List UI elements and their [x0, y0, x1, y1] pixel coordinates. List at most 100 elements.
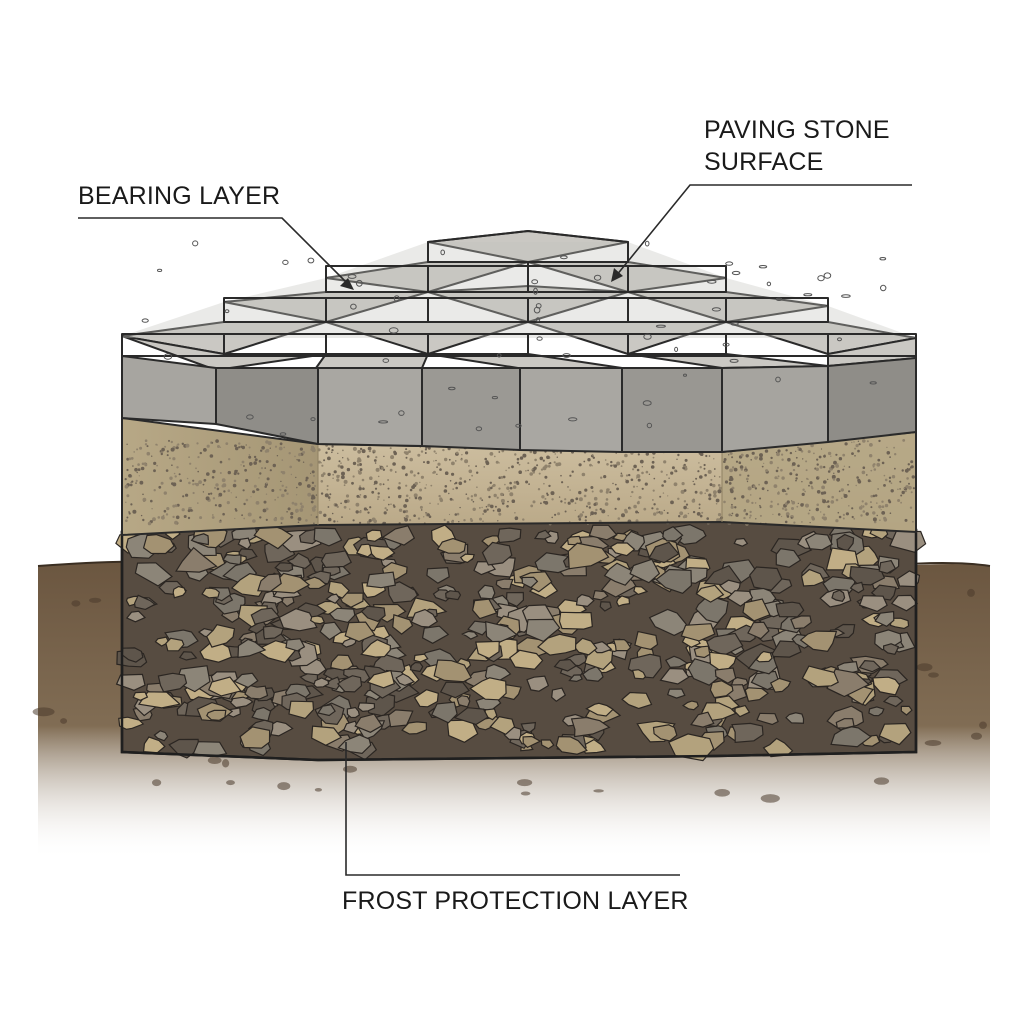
soil-clump [222, 759, 230, 768]
sand-grain [777, 475, 780, 478]
stone-pit [279, 432, 287, 436]
sand-grain [866, 440, 869, 443]
sand-grain [908, 482, 910, 485]
sand-grain [219, 519, 222, 522]
sand-grain [420, 475, 424, 479]
sand-grain [569, 501, 572, 504]
sand-grain [155, 443, 158, 446]
sand-grain [356, 494, 360, 498]
sand-grain [904, 518, 908, 522]
gravel-stone [317, 704, 336, 717]
sand-grain [247, 512, 252, 517]
sand-grain [842, 517, 845, 520]
sand-grain [770, 500, 773, 503]
sand-grain [489, 452, 494, 456]
gravel-stone [621, 691, 653, 710]
sand-grain [219, 472, 222, 474]
sand-grain [332, 473, 335, 476]
gravel-stone [749, 566, 783, 591]
sand-grain [403, 451, 407, 454]
sand-grain [333, 470, 337, 474]
sand-grain [635, 519, 639, 523]
sand-grain [691, 499, 696, 503]
sand-grain [361, 478, 365, 482]
sand-grain [578, 490, 582, 495]
sand-grain [791, 507, 794, 510]
sand-grain [516, 461, 520, 464]
sand-grain [188, 481, 191, 485]
stone-pit [393, 295, 400, 302]
sand-grain [761, 487, 765, 491]
sand-grain [857, 440, 860, 442]
sand-grain [860, 514, 863, 517]
sand-grain [265, 482, 268, 485]
sand-grain [227, 489, 231, 493]
sand-grain [311, 506, 315, 511]
sand-grain [405, 473, 408, 477]
sand-grain [424, 487, 427, 490]
sand-grain [211, 442, 214, 444]
sand-grain [821, 516, 825, 520]
sand-grain [455, 451, 459, 455]
sand-grain [823, 480, 827, 484]
sand-grain [504, 483, 506, 486]
gravel-stone [652, 724, 678, 742]
sand-grain [564, 498, 567, 501]
gravel-stone [354, 713, 383, 733]
sand-grain [728, 478, 732, 482]
sand-grain [221, 484, 225, 488]
sand-grain [485, 460, 489, 464]
gravel-stone [731, 722, 764, 743]
sand-grain [166, 450, 169, 453]
gravel-stone [830, 725, 872, 748]
paving-stone-label-line1: PAVING STONE [704, 116, 890, 144]
sand-grain [264, 450, 268, 453]
sand-grain [685, 503, 689, 506]
sand-grain [801, 521, 803, 523]
sand-grain [437, 503, 439, 505]
sand-grain [838, 457, 843, 461]
sand-grain [747, 474, 750, 477]
sand-grain [653, 477, 656, 480]
sand-grain [749, 514, 752, 517]
sand-grain [904, 468, 909, 473]
sand-grain [395, 471, 397, 473]
sand-grain [777, 477, 779, 480]
sand-grain [606, 463, 609, 466]
sand-grain [390, 455, 395, 460]
stone-texture [141, 240, 887, 436]
sand-grain [583, 494, 587, 498]
sand-grain [900, 494, 903, 497]
sand-grain [837, 469, 841, 473]
sand-grain [168, 439, 170, 442]
sand-grain [910, 460, 914, 464]
sand-grain [745, 477, 749, 481]
gravel-stone [475, 640, 500, 660]
sand-grain [641, 487, 644, 490]
sand-grain [789, 451, 793, 455]
sand-grain [888, 500, 892, 504]
stone-pit [224, 309, 230, 314]
sand-grain [209, 454, 214, 458]
sand-grain [419, 505, 423, 509]
sand-grain [707, 469, 712, 474]
sand-grain [901, 490, 905, 495]
sand-grain [310, 514, 313, 516]
sand-grain [153, 461, 157, 465]
sand-grain [479, 507, 481, 509]
sand-grain [363, 495, 367, 499]
sand-grain [498, 476, 502, 480]
sand-grain [210, 492, 213, 495]
sand-grain [797, 464, 800, 468]
gravel-stone [133, 594, 157, 611]
sand-grain [786, 500, 790, 504]
sand-grain [274, 499, 276, 501]
sand-grain [132, 465, 134, 467]
gravel-stone [612, 638, 632, 652]
sand-grain [764, 480, 768, 485]
sand-grain [617, 517, 621, 520]
sand-grain [518, 463, 521, 466]
gravel-stone [769, 677, 792, 693]
stone-pit [683, 373, 687, 377]
sand-grain [774, 476, 778, 480]
